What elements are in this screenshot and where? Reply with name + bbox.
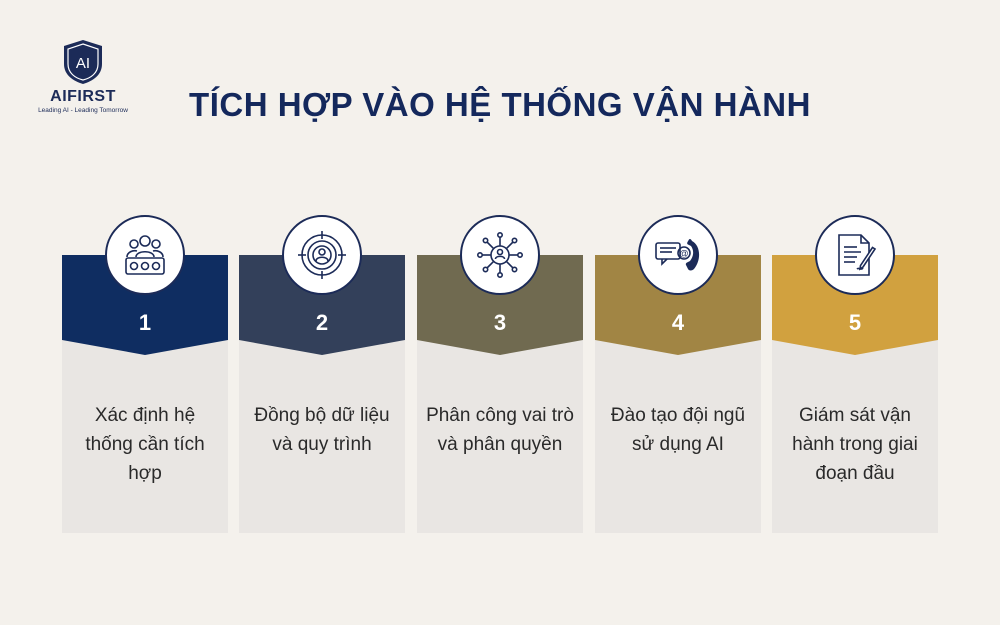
step-4: 4 Đào tạo đội ngũ sử dụng AI @	[595, 215, 761, 535]
step-1: 1 Xác định hệ thống cần tích hợp	[62, 215, 228, 535]
step-text: Đào tạo đội ngũ sử dụng AI	[610, 405, 746, 455]
step-3: 3 Phân công vai trò và phân quyền	[417, 215, 583, 535]
team-icon	[125, 235, 165, 275]
steps-row: 1 Xác định hệ thống cần tích hợp 2 Đồng …	[62, 215, 938, 535]
step-number: 5	[848, 310, 862, 335]
page-title: TÍCH HỢP VÀO HỆ THỐNG VẬN HÀNH	[189, 86, 811, 123]
phone-chat-icon: @	[655, 238, 700, 271]
step-icon-circle: @	[638, 215, 718, 295]
step-icon-circle	[460, 215, 540, 295]
logo-shield-icon: AI	[64, 40, 102, 84]
step-icon-circle	[815, 215, 895, 295]
step-number: 1	[138, 310, 152, 335]
document-pen-icon	[838, 234, 877, 276]
step-number: 3	[493, 310, 507, 335]
step-text: Đồng bộ dữ liệu và quy trình	[254, 405, 390, 455]
step-5: 5 Giám sát vận hành trong giai đoạn đầu	[772, 215, 938, 535]
step-number: 4	[671, 310, 685, 335]
logo-mark: AI	[76, 55, 90, 72]
step-text: Phân công vai trò và phân quyền	[426, 405, 574, 455]
step-text: Giám sát vận hành trong giai đoạn đầu	[792, 405, 918, 484]
network-user-icon	[477, 232, 523, 278]
step-text: Xác định hệ thống cần tích hợp	[85, 405, 205, 484]
logo-tagline: Leading AI - Leading Tomorrow	[38, 107, 128, 114]
step-2: 2 Đồng bộ dữ liệu và quy trình	[239, 215, 405, 535]
logo-brand: AIFIRST	[50, 88, 116, 105]
target-user-icon	[298, 231, 346, 279]
step-icon-circle	[105, 215, 185, 295]
logo: AI AIFIRST Leading AI - Leading Tomorrow	[28, 38, 138, 114]
step-number: 2	[315, 310, 329, 335]
svg-text:@: @	[679, 249, 688, 259]
step-icon-circle	[282, 215, 362, 295]
